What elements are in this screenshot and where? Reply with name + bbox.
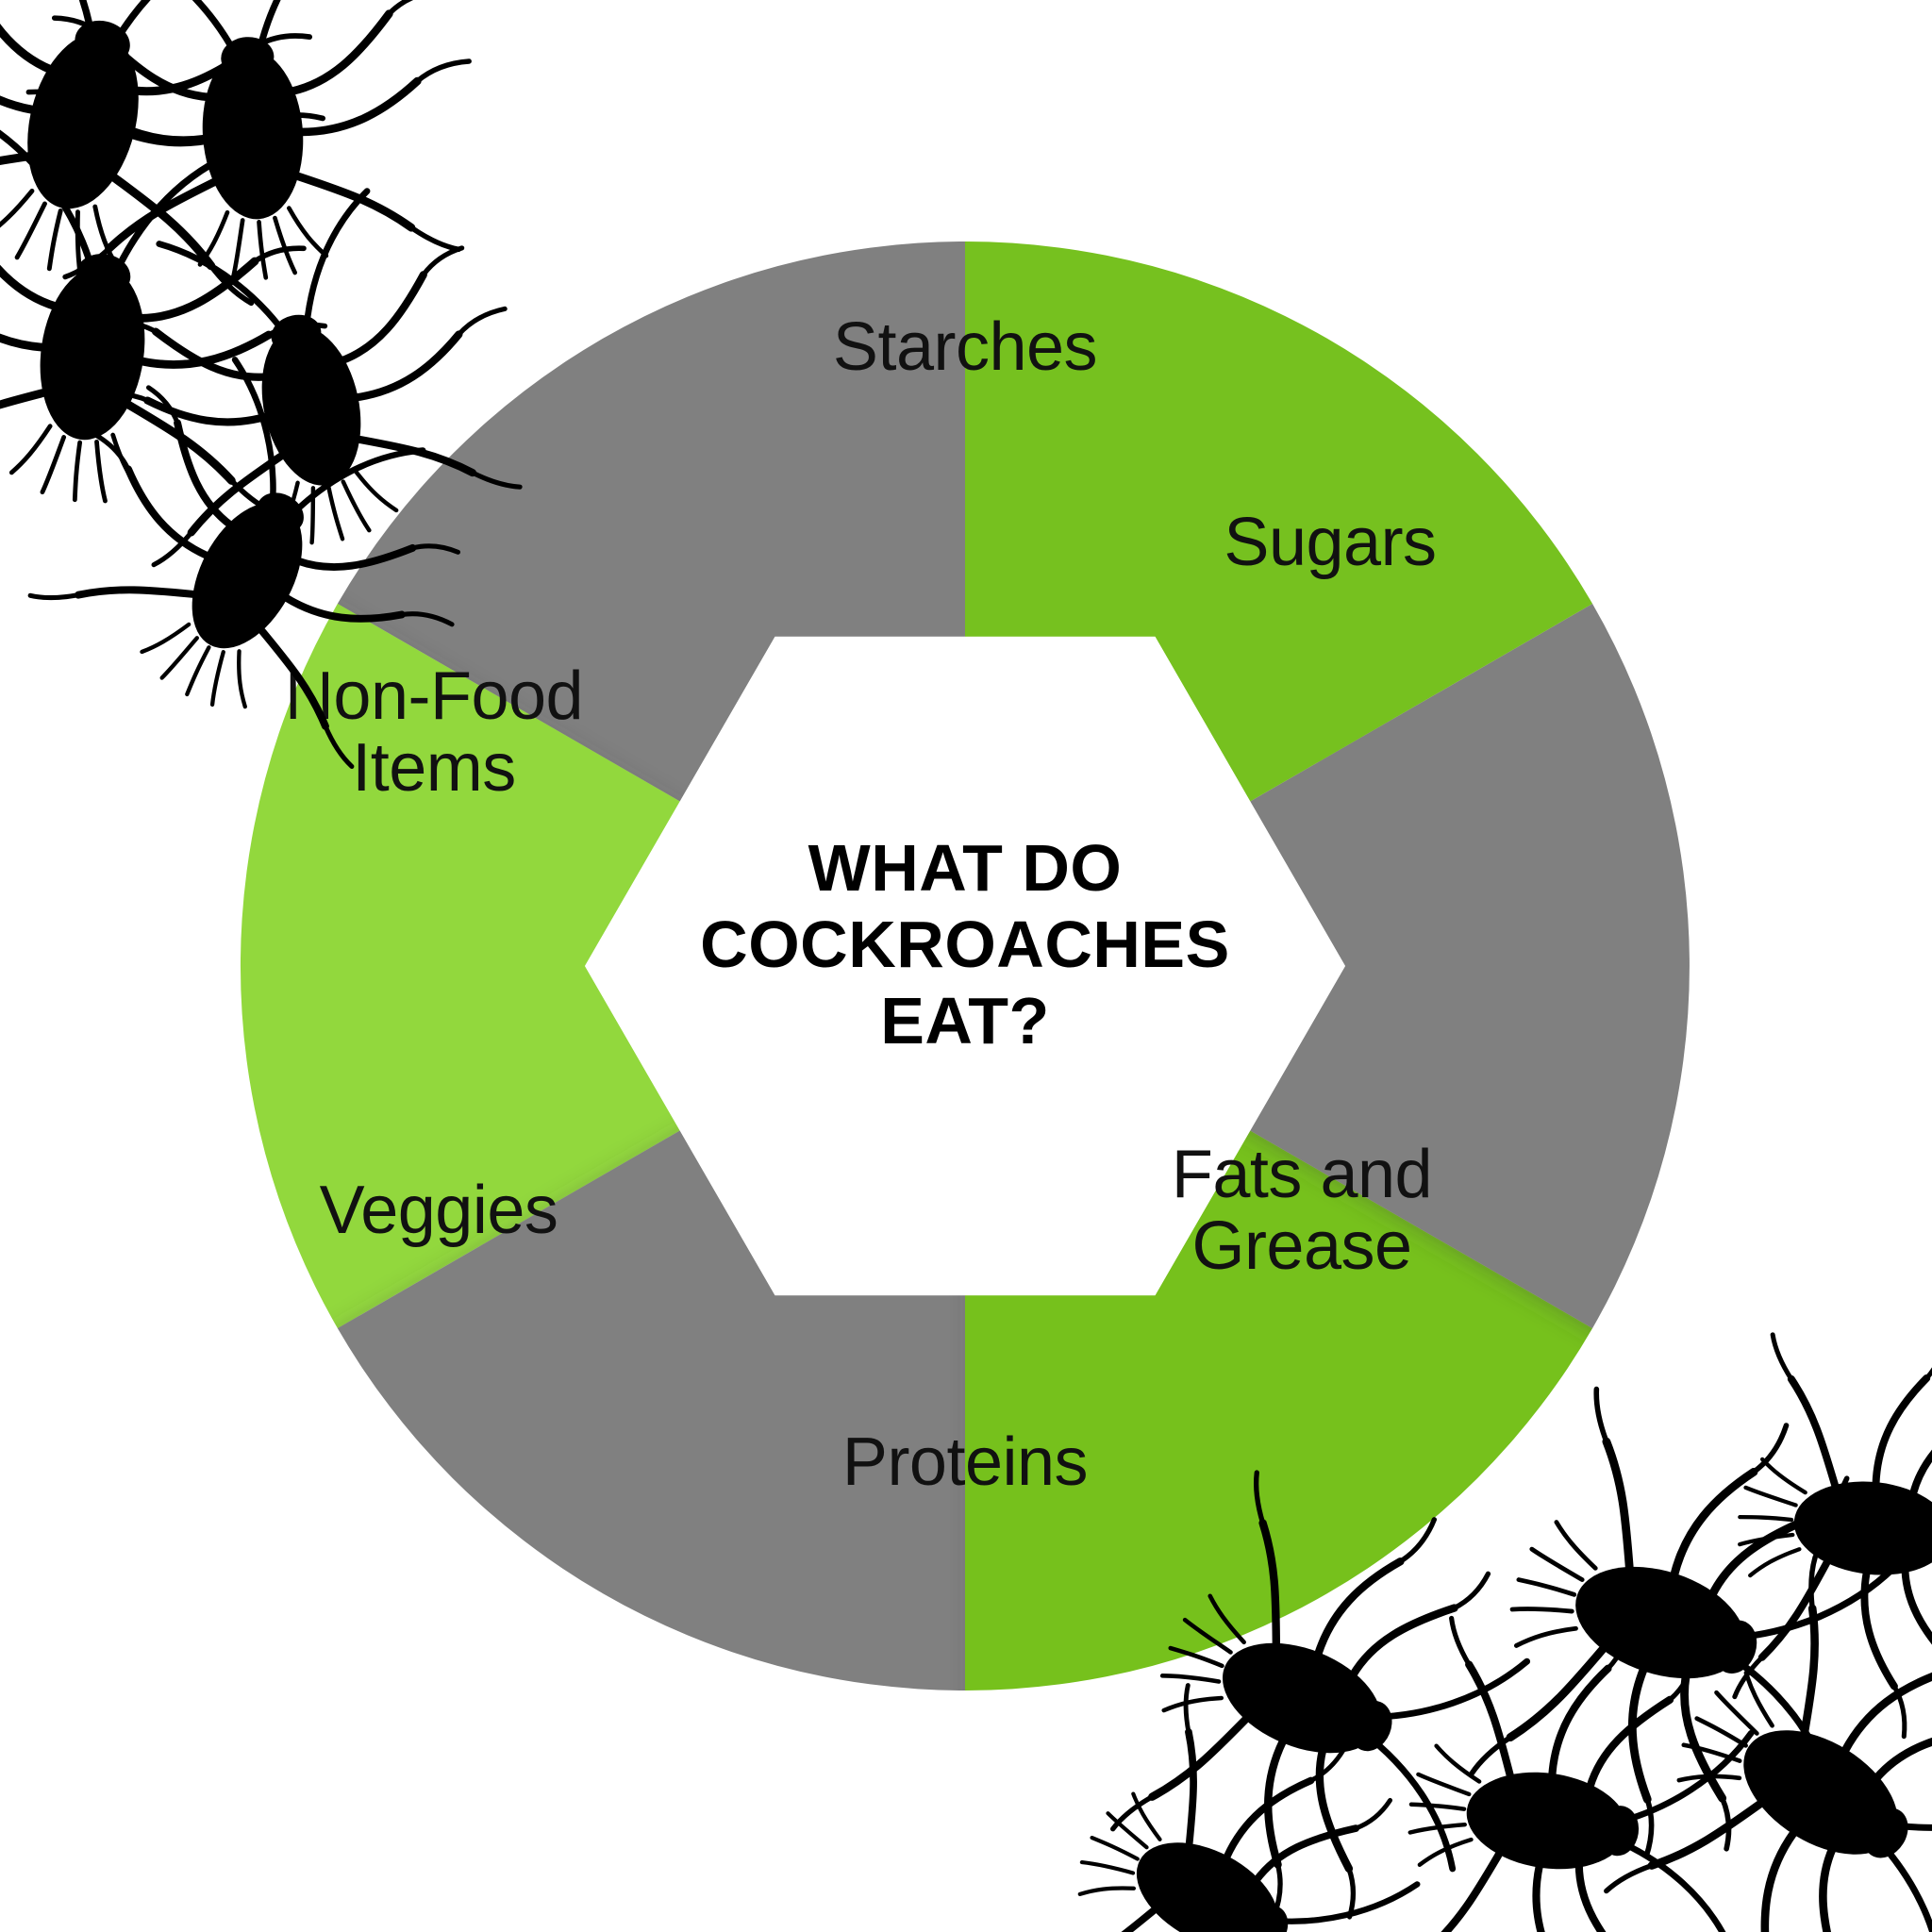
segment-label-non-food: Non-Food Items: [284, 658, 584, 807]
segment-label-fats-grease: Fats and Grease: [1171, 1137, 1433, 1285]
segment-label-starches: Starches: [832, 309, 1098, 385]
segment-label-sugars: Sugars: [1224, 505, 1437, 580]
segment-sugars-shape: [965, 554, 1690, 1378]
segment-sugars[interactable]: [965, 554, 1790, 1378]
segment-label-veggies: Veggies: [319, 1173, 558, 1248]
page-title: WHAT DO COCKROACHES EAT?: [700, 831, 1230, 1058]
segment-label-proteins: Proteins: [841, 1424, 1089, 1500]
center-hexagon: [585, 636, 1345, 1296]
